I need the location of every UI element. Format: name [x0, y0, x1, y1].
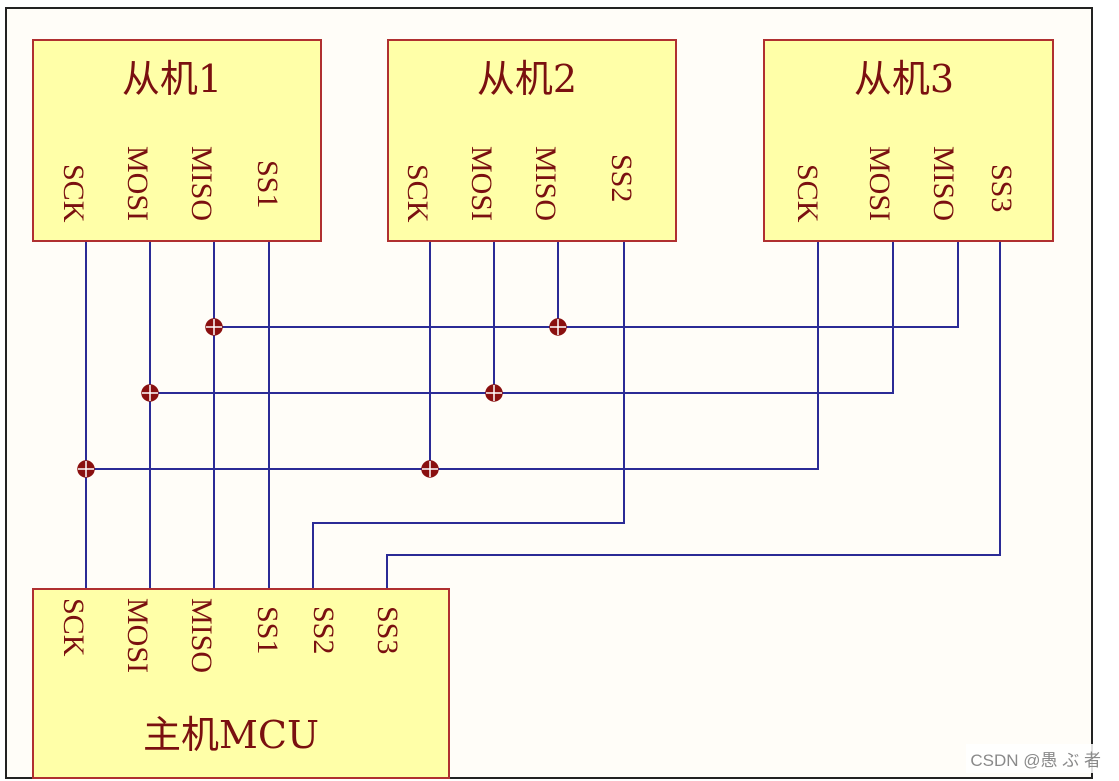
junction-dot	[549, 318, 567, 336]
slave-1-pin-miso: MISO	[185, 146, 218, 221]
slave-3-pin-mosi: MOSI	[863, 146, 896, 221]
slave-3: 从机3 SCK MOSI MISO SS3	[763, 39, 1054, 242]
slave-3-box	[763, 39, 1054, 242]
junction-dot	[485, 384, 503, 402]
master-pin-ss3: SS3	[371, 606, 404, 654]
slave-2-pin-ss: SS2	[605, 154, 638, 202]
slave-1-pin-ss: SS1	[251, 160, 284, 208]
master-pin-sck: SCK	[57, 598, 90, 657]
wire-s3-miso	[214, 241, 959, 328]
wires	[85, 241, 1001, 589]
slave-1: 从机1 SCK MOSI MISO SS1	[32, 39, 322, 242]
junctions	[77, 318, 567, 478]
watermark: CSDN @愚 ぶ 者	[966, 744, 1105, 773]
slave-3-pin-sck: SCK	[791, 164, 824, 223]
master-pin-miso: MISO	[185, 598, 218, 673]
wire-ss2	[312, 241, 625, 589]
junction-dot	[421, 460, 439, 478]
slave-2: 从机2 SCK MOSI MISO SS2	[387, 39, 677, 242]
master-pin-ss1: SS1	[251, 606, 284, 654]
master-title: 主机MCU	[143, 713, 319, 757]
junction-dot	[141, 384, 159, 402]
master-box	[32, 588, 450, 779]
slave-2-title: 从机2	[477, 57, 577, 101]
slave-1-box	[32, 39, 322, 242]
slave-1-pin-mosi: MOSI	[121, 146, 154, 221]
master-pin-mosi: MOSI	[121, 598, 154, 673]
junction-dot	[77, 460, 95, 478]
slave-2-box	[387, 39, 677, 242]
wire-s3-sck	[86, 241, 819, 470]
slave-3-pin-ss: SS3	[985, 164, 1018, 212]
slave-2-pin-sck: SCK	[401, 164, 434, 223]
slave-1-pin-sck: SCK	[57, 164, 90, 223]
master-pin-ss2: SS2	[307, 606, 340, 654]
slave-3-title: 从机3	[854, 57, 954, 101]
slave-2-pin-mosi: MOSI	[465, 146, 498, 221]
slave-3-pin-miso: MISO	[927, 146, 960, 221]
slave-2-pin-miso: MISO	[529, 146, 562, 221]
master-mcu: SCK MOSI MISO SS1 SS2 SS3 主机MCU	[32, 588, 450, 779]
slave-1-title: 从机1	[122, 57, 222, 101]
wire-s3-mosi	[150, 241, 894, 394]
junction-dot	[205, 318, 223, 336]
wire-ss3	[386, 241, 1001, 589]
